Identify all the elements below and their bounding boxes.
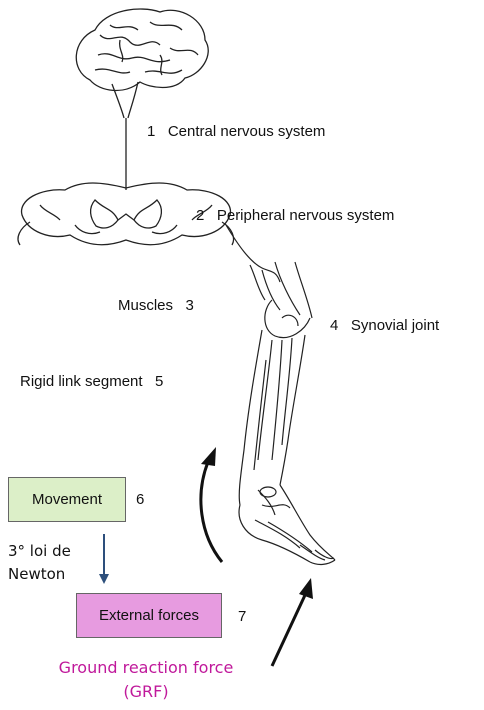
label-peripheral-nervous-system: 2 Peripheral nervous system [196, 208, 394, 223]
grf-caption: Ground reaction force (GRF) [25, 656, 267, 704]
rotation-arrow [201, 462, 222, 562]
label-rigid-link-segment: Rigid link segment 5 [20, 374, 163, 389]
grf-arrow [272, 593, 306, 666]
label-central-nervous-system: 1 Central nervous system [147, 124, 325, 139]
label-movement-number: 6 [136, 492, 144, 507]
external-forces-box: External forces [76, 593, 222, 638]
label-muscles: Muscles 3 [118, 298, 194, 313]
newton-text: 3° loi de Newton [8, 540, 71, 586]
leg-icon [239, 262, 335, 564]
grf-line-1: Ground reaction force [25, 656, 267, 680]
newton-line-2: Newton [8, 563, 71, 586]
newton-line-1: 3° loi de [8, 540, 71, 563]
grf-arrowhead [299, 578, 313, 599]
movement-box: Movement [8, 477, 126, 522]
rotation-arrowhead [201, 447, 216, 466]
grf-line-2: (GRF) [25, 680, 267, 704]
label-synovial-joint: 4 Synovial joint [330, 318, 439, 333]
brain-icon [76, 9, 208, 118]
newton-arrowhead [99, 574, 109, 584]
label-external-forces-number: 7 [238, 609, 246, 624]
